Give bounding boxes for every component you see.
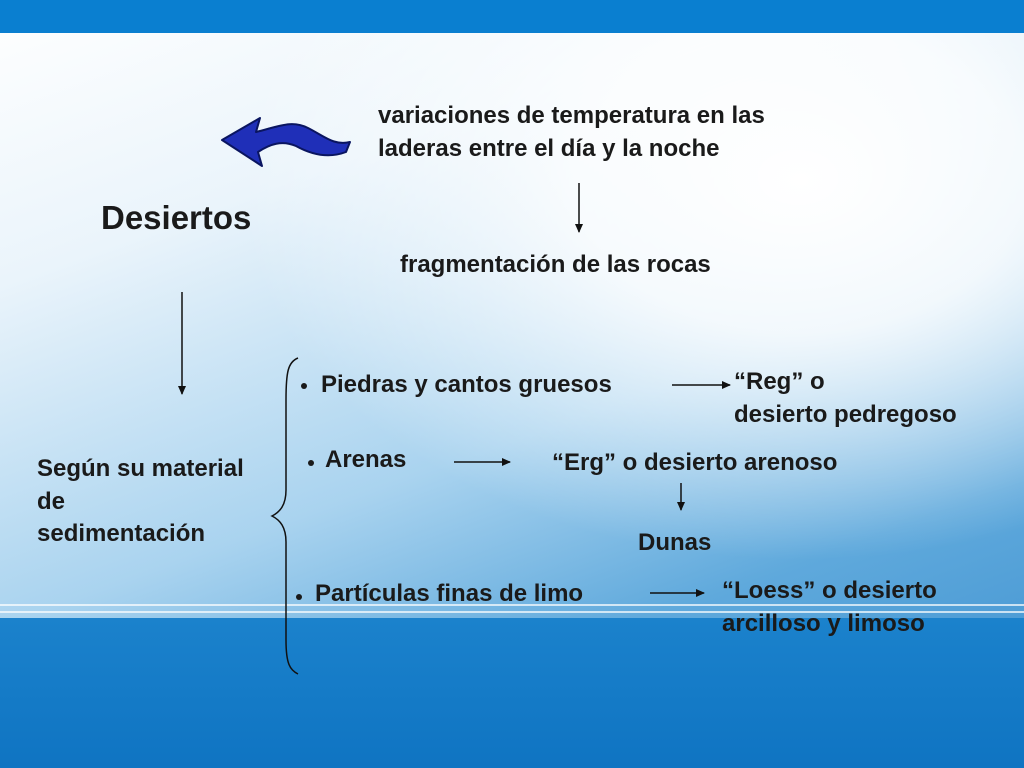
item-piedras: Piedras y cantos gruesos bbox=[321, 371, 612, 398]
cause-line-2: laderas entre el día y la noche bbox=[378, 135, 720, 162]
cause-line-1: variaciones de temperatura en las bbox=[378, 102, 765, 129]
item-arenas: Arenas bbox=[325, 446, 407, 473]
classification-line-3: sedimentación bbox=[37, 520, 206, 547]
slide-title: Desiertos bbox=[101, 199, 252, 236]
divider-stripe bbox=[0, 604, 1024, 606]
classification-line-1: Según su material bbox=[37, 455, 244, 482]
top-bar bbox=[0, 0, 1024, 33]
effect-text: fragmentación de las rocas bbox=[400, 251, 711, 278]
result-reg-line-2: desierto pedregoso bbox=[734, 401, 957, 428]
result-loess-line-2: arcilloso y limoso bbox=[722, 610, 925, 637]
item-limo: Partículas finas de limo bbox=[315, 580, 584, 607]
result-loess-line-1: “Loess” o desierto bbox=[722, 577, 937, 604]
bottom-band bbox=[0, 618, 1024, 768]
result-dunas: Dunas bbox=[638, 529, 712, 556]
bullet-icon bbox=[308, 460, 314, 466]
result-reg-line-1: “Reg” o bbox=[734, 368, 825, 395]
curly-brace bbox=[270, 357, 299, 675]
curved-arrow-icon bbox=[221, 117, 351, 167]
result-erg: “Erg” o desierto arenoso bbox=[552, 449, 838, 476]
divider-stripe bbox=[0, 611, 1024, 613]
bullet-icon bbox=[301, 383, 307, 389]
bullet-icon bbox=[296, 594, 302, 600]
classification-line-2: de bbox=[37, 488, 66, 515]
